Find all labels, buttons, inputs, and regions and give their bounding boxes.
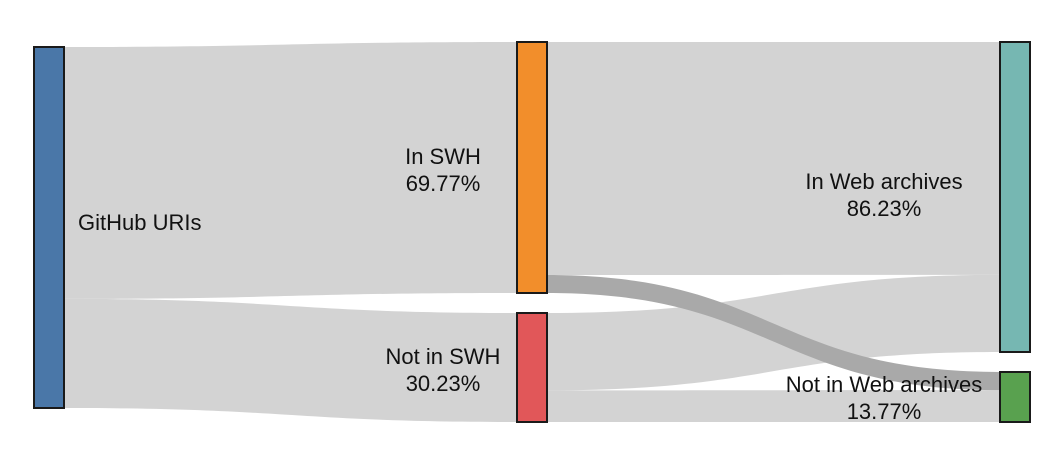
node-not-in-swh [516, 312, 548, 423]
sankey-links [64, 42, 1000, 422]
node-label-text: In SWH [405, 144, 481, 169]
node-github [33, 46, 65, 409]
link-in_swh-to-in_web [547, 42, 1000, 276]
node-in-web [999, 41, 1031, 353]
node-in-swh [516, 41, 548, 294]
node-label-text: GitHub URIs [78, 210, 201, 235]
link-in_swh-to-not_in_web [547, 275, 1000, 391]
node-label-text: Not in SWH [386, 344, 501, 369]
label-github: GitHub URIs [78, 210, 201, 235]
link-github-to-in_swh [64, 42, 517, 299]
node-label-text: Not in Web archives [786, 372, 982, 397]
node-label-percent: 86.23% [847, 196, 922, 221]
sankey-nodes [33, 41, 1031, 423]
node-label-percent: 30.23% [406, 371, 481, 396]
link-not_in_swh-to-not_in_web [547, 390, 1000, 422]
node-not-in-web [999, 371, 1031, 423]
link-github-to-not_in_swh [64, 298, 517, 422]
node-label-percent: 13.77% [847, 399, 922, 424]
node-label-text: In Web archives [805, 169, 962, 194]
node-label-percent: 69.77% [406, 171, 481, 196]
